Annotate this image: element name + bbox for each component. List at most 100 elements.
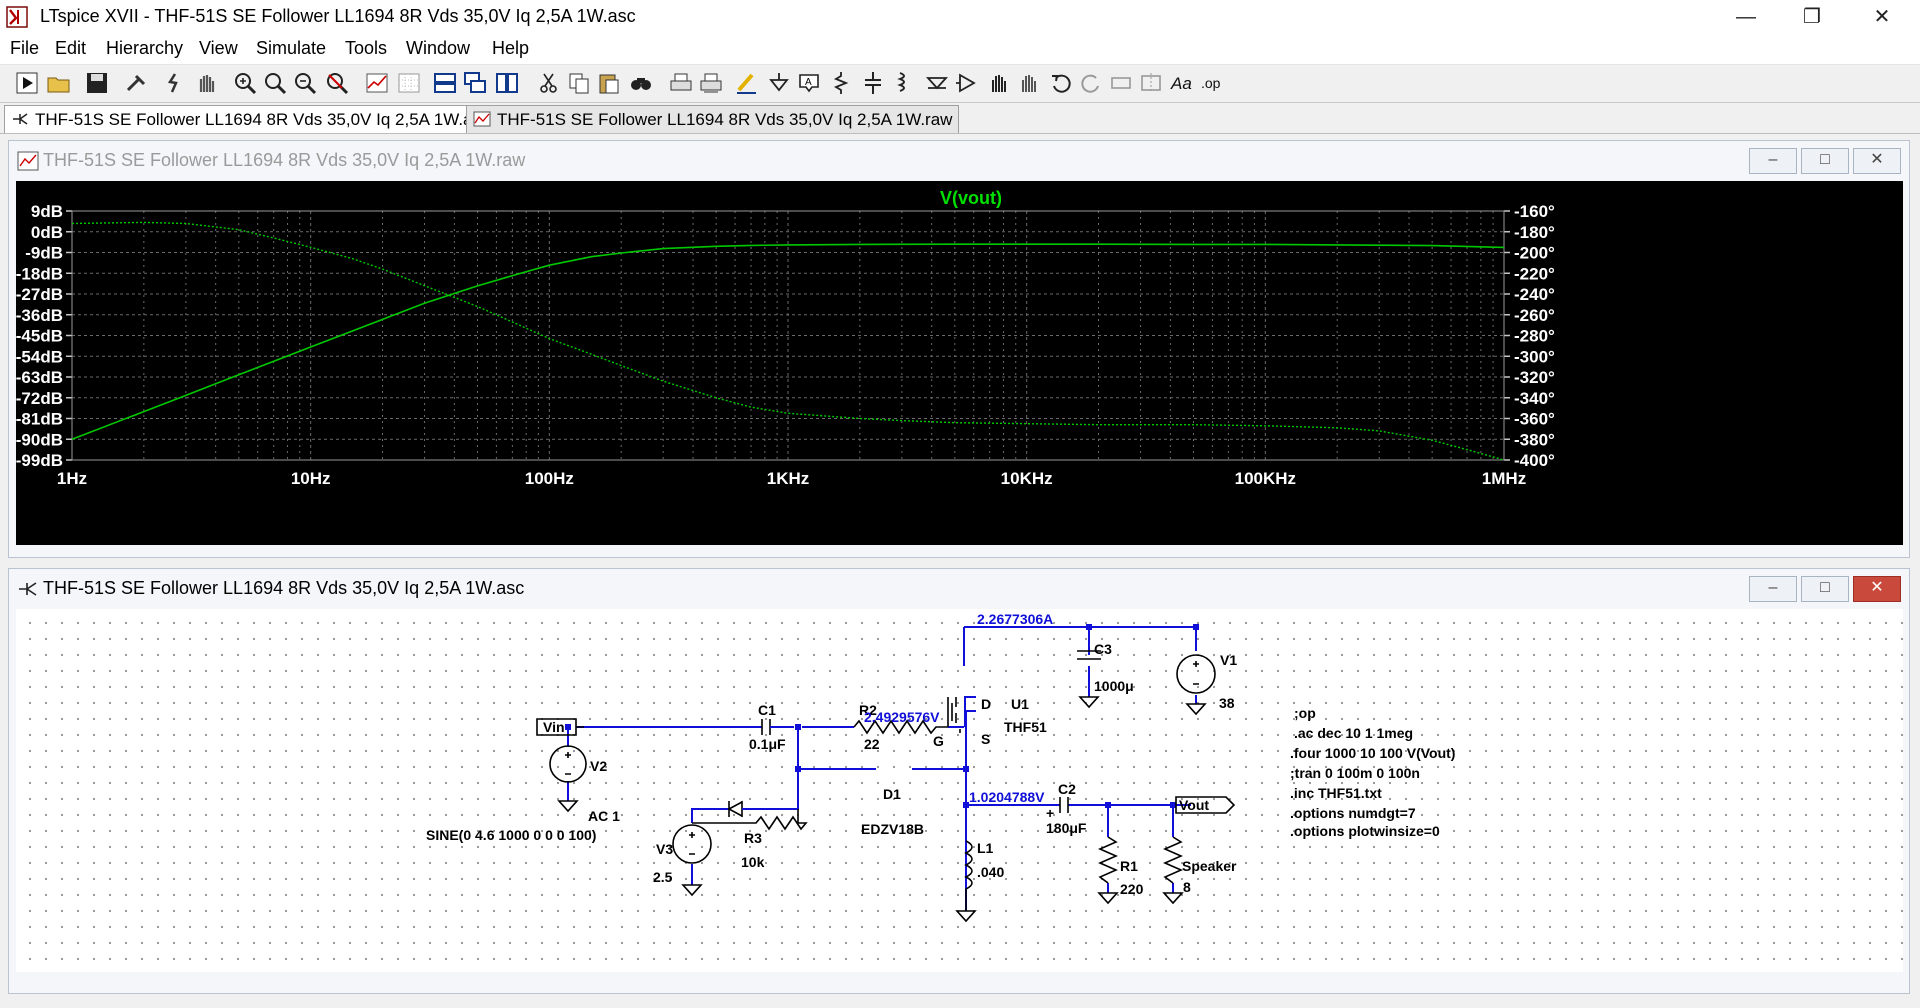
print-setup-icon[interactable]: [698, 70, 724, 96]
text-icon[interactable]: Aa: [1170, 70, 1196, 96]
save-icon[interactable]: [84, 70, 110, 96]
ground-icon[interactable]: [766, 70, 792, 96]
label-c3-name: C3: [1094, 641, 1112, 657]
menu-hierarchy[interactable]: Hierarchy: [106, 38, 184, 58]
schematic-minimize-button[interactable]: –: [1749, 576, 1797, 602]
redo-icon[interactable]: [1078, 70, 1104, 96]
schematic-canvas[interactable]: 2.2677306A C3 1000μ V1 38 U1 THF51 D G S…: [16, 609, 1903, 972]
y2-tick-label: -180°: [1514, 223, 1555, 242]
label-v2-name: V2: [590, 758, 607, 774]
y-tick-label: -72dB: [16, 389, 63, 408]
zoom-cancel-icon[interactable]: [324, 70, 350, 96]
label-u1-model: THF51: [1004, 719, 1047, 735]
y2-tick-label: -160°: [1514, 202, 1555, 221]
plot-axes: 9dB0dB-9dB-18dB-27dB-36dB-45dB-54dB-63dB…: [16, 202, 1555, 488]
menu-view[interactable]: View: [199, 38, 238, 58]
svg-text:.op: .op: [1201, 75, 1221, 91]
close-button[interactable]: ✕: [1873, 6, 1891, 28]
waveform-icon: [17, 151, 39, 171]
waveform-close-button[interactable]: ✕: [1853, 148, 1901, 174]
open-icon[interactable]: [46, 70, 72, 96]
find-icon[interactable]: [628, 70, 654, 96]
mirror-icon[interactable]: [1138, 70, 1164, 96]
menu-file[interactable]: File: [10, 38, 40, 58]
halt-icon[interactable]: [162, 70, 188, 96]
copy-icon[interactable]: [566, 70, 592, 96]
undo-icon[interactable]: [1048, 70, 1074, 96]
plot-traces[interactable]: [71, 221, 1505, 461]
menu-simulate[interactable]: Simulate: [256, 38, 327, 58]
waveform-minimize-button[interactable]: –: [1749, 148, 1797, 174]
spice-directives[interactable]: ;op .ac dec 10 1 1meg .four 1000 10 100 …: [1290, 705, 1455, 839]
y-tick-label: -36dB: [16, 306, 63, 325]
schematic-window-titlebar[interactable]: THF-51S SE Follower LL1694 8R Vds 35,0V …: [9, 569, 1909, 607]
label-c1-name: C1: [758, 702, 776, 718]
label-speaker-name: Speaker: [1182, 858, 1237, 874]
label-v1-name: V1: [1220, 652, 1237, 668]
menu-bar: File Edit Hierarchy View Simulate Tools …: [0, 34, 1920, 65]
run-icon[interactable]: [14, 70, 40, 96]
magnitude-trace[interactable]: [71, 243, 1505, 441]
label-net-icon[interactable]: A: [796, 70, 822, 96]
pan-icon[interactable]: [194, 70, 220, 96]
y2-tick-label: -400°: [1514, 451, 1555, 470]
svg-text:A: A: [805, 77, 812, 88]
resistor-icon[interactable]: [828, 70, 854, 96]
spice-directive-icon[interactable]: .op: [1200, 70, 1226, 96]
trace-name-label[interactable]: V(vout): [940, 188, 1002, 208]
zoom-out-icon[interactable]: [262, 70, 288, 96]
draw-wire-icon[interactable]: [734, 70, 760, 96]
ltspice-app-icon: [6, 6, 28, 28]
diode-icon[interactable]: [924, 70, 950, 96]
components[interactable]: [536, 650, 1236, 923]
menu-window[interactable]: Window: [406, 38, 471, 58]
title-bar: LTspice XVII - THF-51S SE Follower LL169…: [0, 0, 1920, 34]
component-icon[interactable]: [954, 70, 980, 96]
zoom-fit-icon[interactable]: [292, 70, 318, 96]
menu-help[interactable]: Help: [492, 38, 530, 58]
cut-icon[interactable]: [536, 70, 562, 96]
tab-schematic[interactable]: THF-51S SE Follower LL1694 8R Vds 35,0V …: [4, 105, 497, 133]
junctions: [565, 624, 1199, 808]
minimize-button[interactable]: —: [1736, 6, 1756, 28]
move-icon[interactable]: [986, 70, 1012, 96]
tile-vertical-icon[interactable]: [494, 70, 520, 96]
cascade-icon[interactable]: [462, 70, 488, 96]
paste-icon[interactable]: [596, 70, 622, 96]
tab-waveform[interactable]: THF-51S SE Follower LL1694 8R Vds 35,0V …: [466, 105, 960, 133]
schematic-labels: 2.2677306A C3 1000μ V1 38 U1 THF51 D G S…: [426, 611, 1237, 897]
grid-icon[interactable]: [396, 70, 422, 96]
x-tick-label: 100Hz: [525, 469, 574, 488]
inductor-icon[interactable]: [890, 70, 916, 96]
bode-plot[interactable]: 9dB0dB-9dB-18dB-27dB-36dB-45dB-54dB-63dB…: [16, 181, 1903, 545]
waveform-window: THF-51S SE Follower LL1694 8R Vds 35,0V …: [8, 140, 1910, 558]
restore-button[interactable]: ❐: [1803, 6, 1821, 28]
label-c1-value: 0.1μF: [749, 736, 786, 752]
toolbar: A Aa .op: [0, 66, 1920, 103]
plot-grid: [71, 210, 1504, 461]
waveform-window-titlebar[interactable]: THF-51S SE Follower LL1694 8R Vds 35,0V …: [9, 141, 1909, 179]
tile-horizontal-icon[interactable]: [432, 70, 458, 96]
rotate-icon[interactable]: [1108, 70, 1134, 96]
ground-speaker: [1162, 892, 1184, 905]
capacitor-icon[interactable]: [860, 70, 886, 96]
print-icon[interactable]: [668, 70, 694, 96]
drag-icon[interactable]: [1016, 70, 1042, 96]
schematic-drawing[interactable]: 2.2677306A C3 1000μ V1 38 U1 THF51 D G S…: [16, 609, 1903, 972]
phase-trace[interactable]: [71, 221, 1505, 461]
voltage-label-gate: 2.4929576V: [864, 709, 940, 725]
net-flag-vout: [1175, 796, 1236, 814]
x-tick-label: 1KHz: [767, 469, 810, 488]
zoom-in-icon[interactable]: [232, 70, 258, 96]
waveform-restore-button[interactable]: □: [1801, 148, 1849, 174]
y2-tick-label: -220°: [1514, 264, 1555, 283]
control-panel-icon[interactable]: [124, 70, 150, 96]
menu-tools[interactable]: Tools: [345, 38, 388, 58]
ground-v3: [681, 884, 703, 897]
schematic-restore-button[interactable]: □: [1801, 576, 1849, 602]
autorange-icon[interactable]: [364, 70, 390, 96]
schematic-close-button[interactable]: ✕: [1853, 576, 1901, 602]
directive-line: ;tran 0 100m 0 100n: [1290, 765, 1420, 781]
menu-edit[interactable]: Edit: [55, 38, 87, 58]
